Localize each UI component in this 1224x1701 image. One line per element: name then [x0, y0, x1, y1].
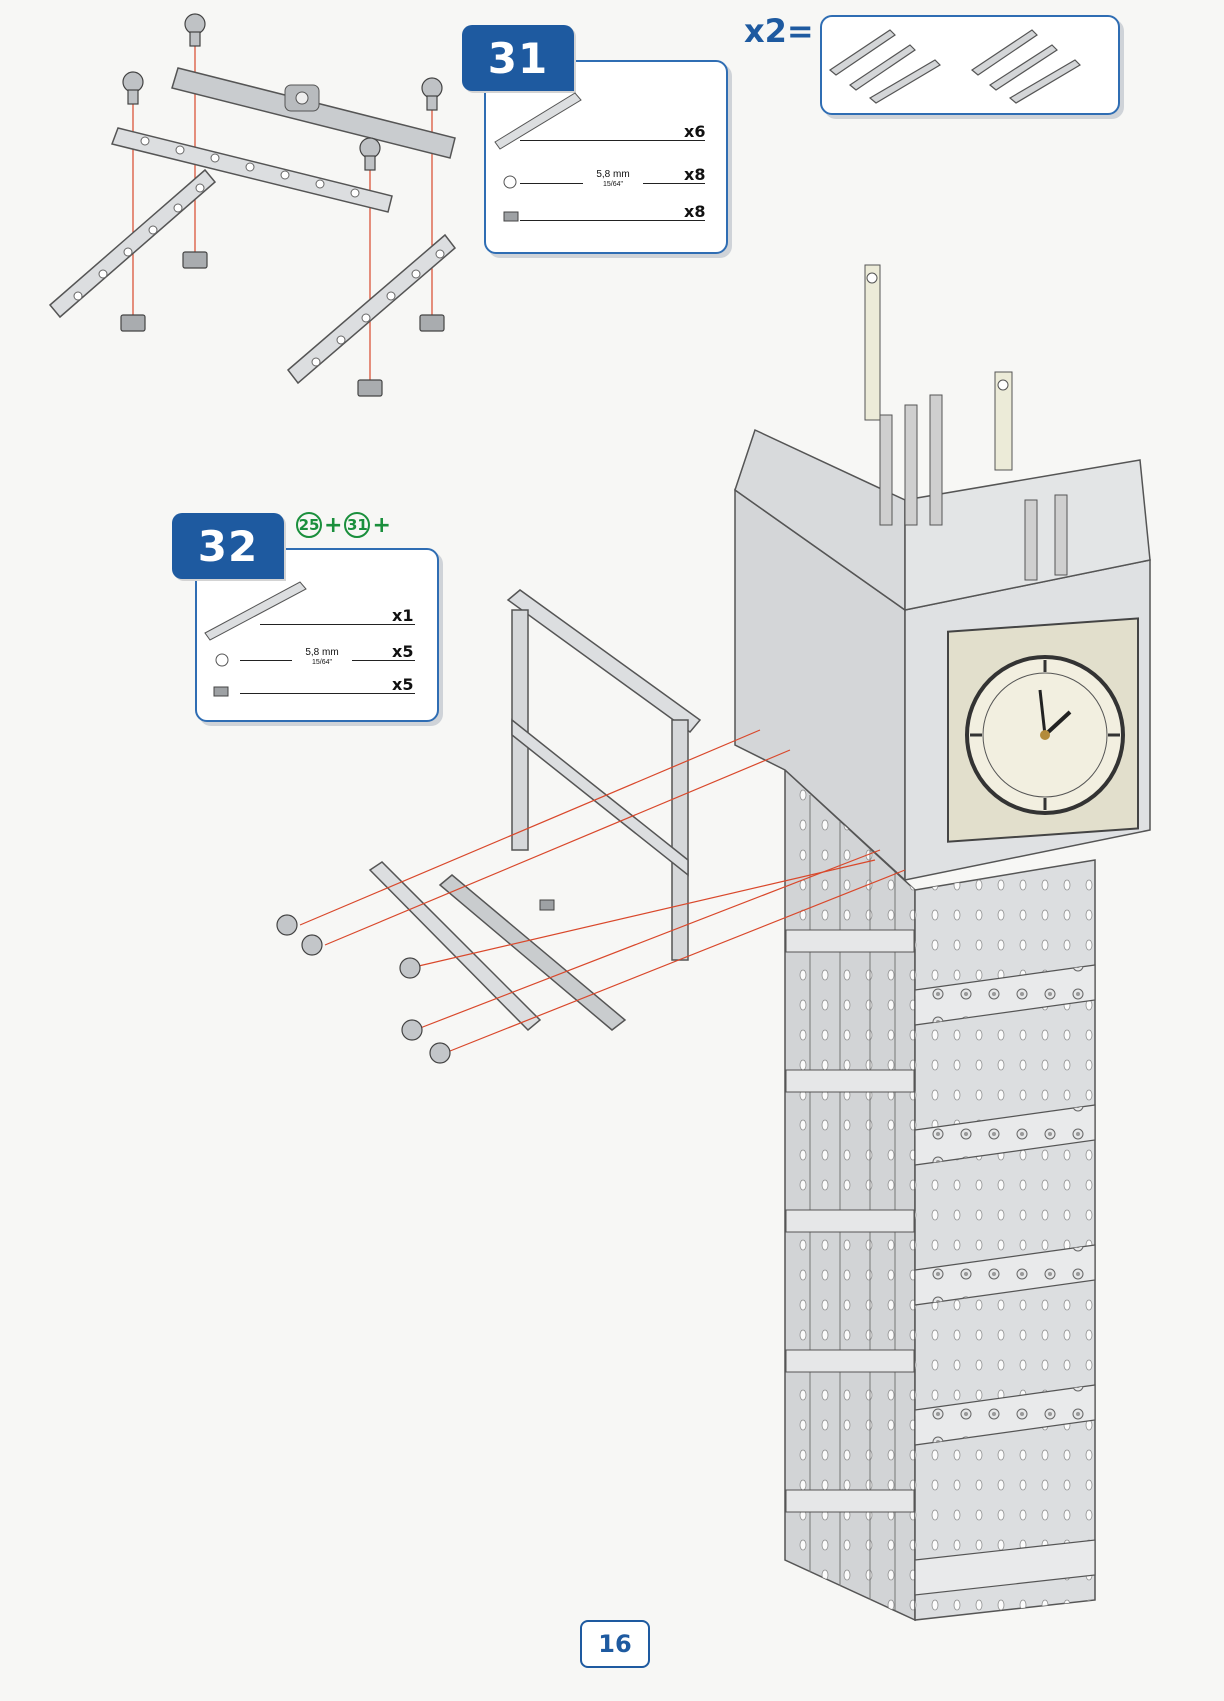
tower-clock-section [734, 488, 1151, 882]
step32-part-line-1 [260, 624, 415, 625]
step32-guide-lines [299, 729, 906, 1054]
step31-dim-mm: 5,8 mm [596, 169, 630, 180]
step32-dim-mm: 5,8 mm [305, 647, 339, 658]
multiplier-label: x2= [744, 12, 814, 50]
prereq-plus-2: + [372, 512, 391, 538]
step32-qty-3: x5 [392, 675, 414, 694]
step31-qty-3: x8 [684, 202, 706, 221]
step31-number: 31 [462, 25, 574, 91]
page-number: 16 [580, 1620, 650, 1668]
prereq-plus-1: + [324, 512, 343, 538]
tower-belfry [734, 264, 1151, 612]
step32-bolts [276, 914, 451, 1064]
top-strip [171, 67, 456, 159]
step31-parts-box [484, 60, 728, 254]
prereq-step-31: 31 [344, 512, 371, 538]
step31-part-line-3 [520, 220, 705, 221]
step32-prerequisites: 25 + 31 + [296, 512, 391, 538]
step31-qty-2: x8 [684, 165, 706, 184]
step31-dim-label: 5,8 mm 15/64" [583, 170, 643, 190]
step32-qty-2: x5 [392, 642, 414, 661]
prereq-step-25: 25 [296, 512, 322, 538]
step32-part-line-3 [240, 693, 415, 694]
step32-qty-1: x1 [392, 606, 414, 625]
step32-number: 32 [172, 513, 284, 579]
step31-part-line-1 [520, 140, 705, 141]
tower-left-face [784, 768, 916, 1622]
step31-qty-1: x6 [684, 122, 706, 141]
step32-dim-in: 15/64" [311, 659, 332, 666]
step31-dim-in: 15/64" [602, 181, 623, 188]
step32-dim-label: 5,8 mm 15/64" [292, 648, 352, 668]
tower-right-face [914, 859, 1096, 1621]
